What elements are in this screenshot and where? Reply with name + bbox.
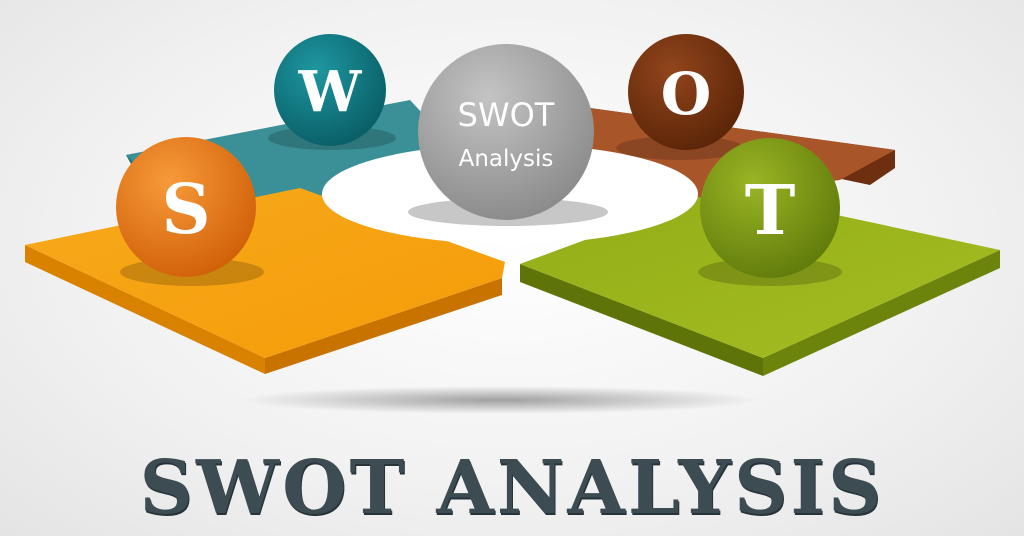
o-letter: O	[661, 60, 712, 128]
o-ball: O	[628, 34, 744, 150]
page-title: SWOT ANALYSIS	[139, 445, 885, 531]
center-ball: SWOT Analysis	[418, 44, 594, 220]
s-ball: S	[116, 137, 256, 277]
t-letter: T	[745, 171, 796, 251]
s-letter: S	[161, 170, 210, 250]
ground-shadow	[240, 386, 760, 414]
t-ball: T	[700, 138, 840, 278]
w-ball: W	[274, 34, 386, 146]
w-letter: W	[298, 59, 363, 125]
center-title-line1: SWOT	[458, 96, 555, 134]
center-title-line2: Analysis	[459, 146, 554, 172]
